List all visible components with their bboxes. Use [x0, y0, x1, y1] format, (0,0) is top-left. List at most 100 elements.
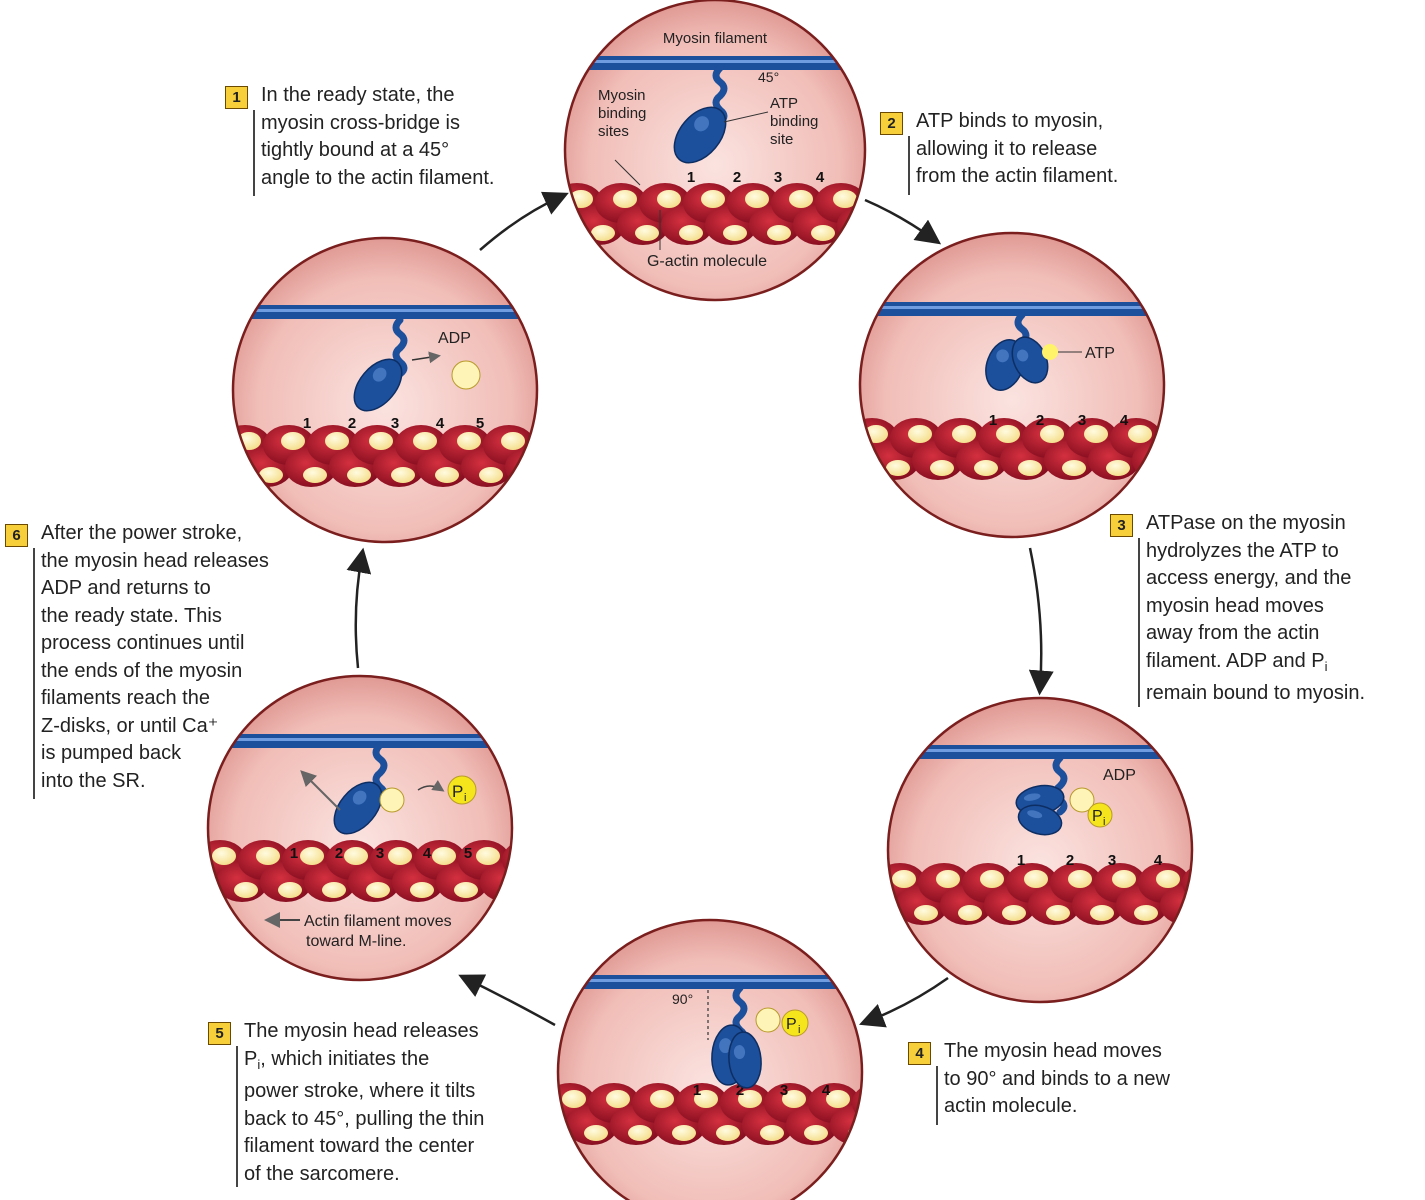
cycle-arrows — [346, 191, 1054, 1028]
circle-edge — [206, 674, 514, 982]
g-actin-globule — [347, 467, 371, 483]
g-actin-globule — [855, 225, 865, 241]
step-text-line: is pumped back — [41, 742, 182, 764]
pi-label: P — [1092, 808, 1103, 825]
g-actin-globule — [208, 882, 214, 898]
binding-site-number: 4 — [1120, 412, 1129, 429]
caption-bar — [33, 548, 35, 799]
g-actin-globule — [1084, 425, 1108, 443]
g-actin-globule — [628, 1125, 652, 1141]
pi-label: P — [452, 782, 463, 801]
g-actin-globule — [745, 190, 769, 208]
g-actin-globule — [716, 1125, 740, 1141]
g-actin-globule — [1040, 425, 1064, 443]
phosphate-molecule — [781, 1009, 809, 1037]
step-text-line: Z-disks, or until Ca⁺ — [41, 714, 219, 737]
g-actin-globule — [259, 467, 283, 483]
g-actin-globule — [1002, 905, 1026, 921]
g-actin-globule — [767, 225, 791, 241]
g-actin-globule — [870, 1090, 894, 1108]
pi-subscript: i — [257, 1056, 261, 1072]
motion-arrow — [300, 770, 341, 811]
step-text-line: The myosin head releases — [244, 1020, 479, 1042]
step-badge: 1 — [225, 86, 248, 109]
g-actin-globule — [256, 847, 280, 865]
g-actin-globule — [432, 847, 456, 865]
step-text-line: back to 45°, pulling the thin — [244, 1107, 485, 1130]
step-text-line: process continues until — [41, 632, 245, 654]
binding-site-number: 4 — [1154, 852, 1163, 869]
g-actin-globule — [694, 1090, 718, 1108]
g-actin-globule — [1062, 460, 1086, 476]
g-actin-globule — [234, 882, 258, 898]
binding-site-number: 4 — [816, 169, 825, 186]
g-actin-globule — [914, 905, 938, 921]
myosin-head-highlight — [1023, 793, 1041, 801]
g-actin-globule — [635, 225, 659, 241]
binding-site-number: 1 — [989, 412, 997, 429]
g-actin-globule — [281, 432, 305, 450]
step-text-fragment: filament. ADP and P — [1146, 649, 1325, 672]
step-text-line: actin molecule. — [944, 1095, 1078, 1117]
g-actin-globule — [760, 1125, 784, 1141]
atp-binding-site-label: binding — [770, 113, 818, 130]
step-text-line: In the ready state, the — [261, 84, 455, 106]
step-text-fragment: , which initiates the — [260, 1047, 430, 1070]
actin-filament — [208, 840, 512, 902]
g-actin-globule — [606, 1090, 630, 1108]
myosin-neck — [392, 316, 408, 378]
g-actin-globule — [1128, 425, 1152, 443]
g-actin-globule — [476, 847, 500, 865]
caption-bar — [1138, 538, 1140, 707]
binding-site-number: 1 — [687, 169, 695, 186]
arrow-5-to-6 — [346, 547, 372, 669]
binding-site-number: 3 — [1108, 852, 1116, 869]
g-actin-globule — [723, 225, 747, 241]
g-actin-globule — [672, 1125, 696, 1141]
myosin-head-highlight — [372, 367, 387, 382]
g-actin-globule — [980, 870, 1004, 888]
g-actin-globule — [523, 467, 537, 483]
adp-molecule — [1069, 787, 1095, 813]
g-actin-globule — [479, 467, 503, 483]
g-actin-globule — [892, 870, 916, 888]
binding-site-number: 2 — [733, 169, 741, 186]
leader-line — [723, 111, 769, 123]
myosin-head-highlight — [694, 116, 710, 132]
adp-label: ADP — [438, 330, 471, 347]
angle-90-label: 90° — [672, 991, 693, 1007]
step-text-line: remain bound to myosin. — [1146, 682, 1366, 704]
g-actin-globule — [958, 905, 982, 921]
leader-line — [614, 159, 641, 186]
g-actin-globule — [1200, 870, 1224, 888]
step-badge: 6 — [5, 524, 28, 547]
angle-45-label: 45° — [758, 69, 779, 85]
binding-site-number: 4 — [436, 415, 445, 432]
phosphate-molecule — [1087, 802, 1113, 828]
circle-edge — [563, 0, 867, 302]
g-actin-globule — [558, 1125, 564, 1141]
myosin-binding-sites-label: sites — [598, 123, 629, 140]
step-text-line: allowing it to release — [916, 137, 1098, 160]
actin-monomer — [565, 205, 581, 245]
g-actin-label: G-actin molecule — [647, 253, 767, 270]
g-actin-globule — [679, 225, 703, 241]
pi-subscript: i — [1324, 658, 1328, 674]
g-actin-globule — [789, 190, 813, 208]
step-text-line: tightly bound at a 45° — [261, 139, 450, 161]
binding-site-number: 2 — [1066, 852, 1074, 869]
step-text: ATP binds to myosin, allowing it to relea… — [916, 108, 1118, 191]
g-actin-globule — [833, 190, 857, 208]
phosphate-molecule — [447, 775, 477, 805]
step-text-line: from the actin filament. — [916, 165, 1119, 187]
g-actin-globule — [278, 882, 302, 898]
step-text-line: hydrolyzes the ATP to — [1146, 539, 1339, 562]
step-text-line: ATP binds to myosin, — [916, 110, 1104, 132]
binding-site-number: 2 — [1036, 412, 1044, 429]
step-text-line: Pi, which initiates the — [244, 1046, 484, 1079]
